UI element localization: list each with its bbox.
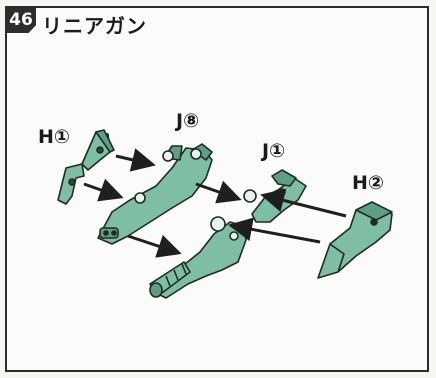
arrow-j8-to-barrel bbox=[127, 234, 182, 258]
arrow-h2-to-j1 bbox=[260, 188, 347, 218]
arrow-h1-top bbox=[115, 148, 156, 172]
arrow-h1-bottom bbox=[83, 178, 124, 202]
part-label-j8: J⑧ bbox=[176, 110, 200, 132]
step-title: リニアガン bbox=[42, 14, 147, 38]
part-h1-piece bbox=[57, 129, 115, 205]
part-label-j1: J① bbox=[262, 140, 286, 162]
part-barrel-piece bbox=[149, 216, 247, 299]
part-j8-piece bbox=[97, 143, 213, 245]
arrow-j8-to-j1 bbox=[195, 180, 242, 204]
part-h2-piece bbox=[317, 201, 393, 279]
part-label-h1: H① bbox=[38, 126, 70, 148]
step-number-badge: 46 bbox=[6, 7, 36, 33]
part-label-h2: H② bbox=[352, 172, 384, 194]
part-j1-piece bbox=[243, 169, 307, 223]
arrow-h2-to-barrel bbox=[228, 217, 321, 244]
assembly-arrows bbox=[83, 148, 347, 258]
